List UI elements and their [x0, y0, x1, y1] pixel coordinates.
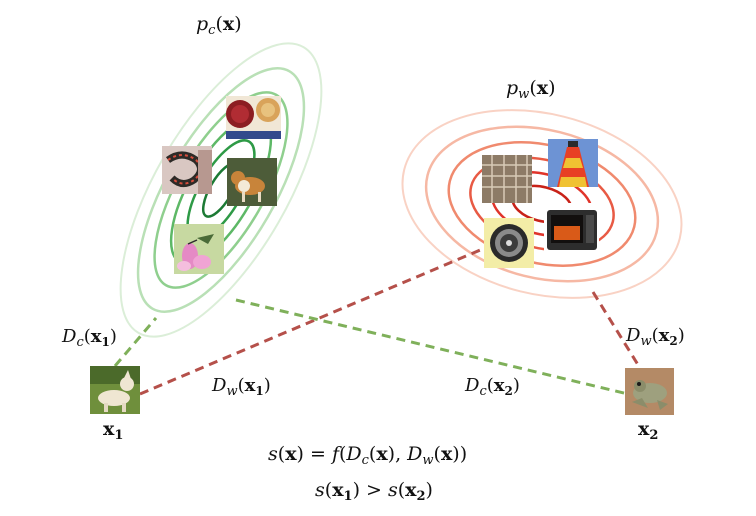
lighthouse-photo	[548, 139, 598, 187]
pw-label: pw(x)	[506, 77, 555, 102]
dw-x2-label: Dw(x2)	[625, 325, 685, 349]
score-formula: s(x) = f(Dc(x), Dw(x))	[268, 443, 467, 468]
dc-x2-label: Dc(x2)	[464, 375, 520, 399]
dw-x1-line	[139, 246, 486, 396]
scaffold-photo	[482, 155, 532, 203]
snake-photo	[162, 146, 212, 194]
x2-label: x2	[638, 418, 658, 443]
collie-dog-photo	[227, 158, 277, 206]
microwave-photo	[544, 203, 599, 257]
hummingbird-flower-photo	[174, 224, 224, 274]
frog-photo	[625, 368, 674, 415]
wrong-distribution-contours	[401, 109, 683, 299]
dc-x1-line	[113, 317, 158, 367]
pc-label: pc(x)	[196, 13, 242, 38]
compass-photo	[484, 218, 534, 268]
pie-photo	[226, 96, 281, 139]
score-comparison: s(x1) > s(x2)	[315, 479, 433, 504]
dw-x1-label: Dw(x1)	[211, 375, 271, 399]
correct-distribution-contours	[119, 42, 323, 338]
x1-label: x1	[103, 418, 123, 443]
dc-x1-label: Dc(x1)	[61, 326, 117, 350]
white-dog-photo	[90, 366, 140, 414]
dc-x2-line	[235, 298, 629, 396]
